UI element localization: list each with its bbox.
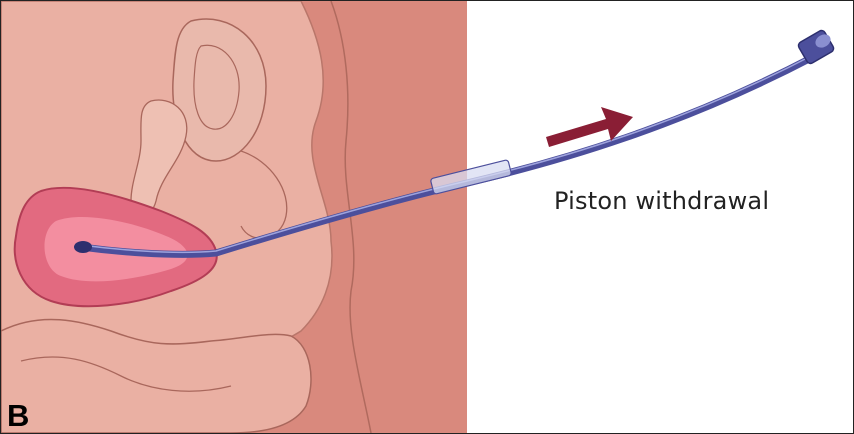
caption-label: Piston withdrawal [554, 187, 769, 215]
panel-label: B [7, 398, 29, 434]
catheter-tip [74, 241, 92, 253]
